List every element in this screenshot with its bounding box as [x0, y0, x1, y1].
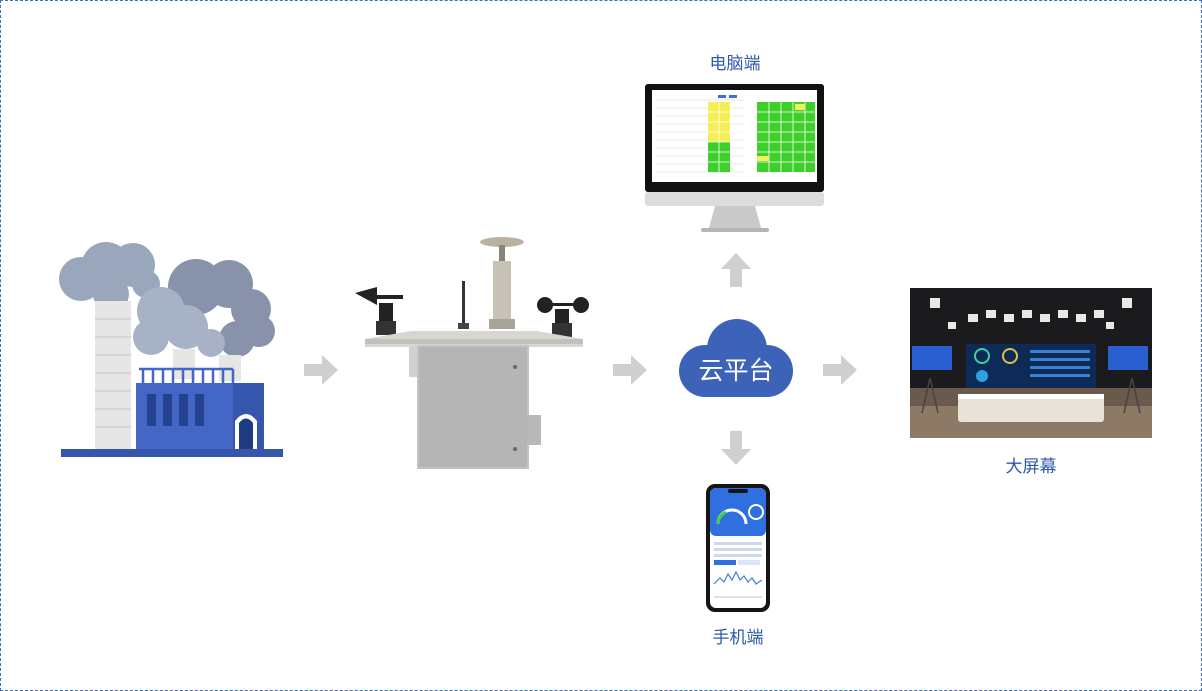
- factory-icon: [51, 239, 289, 461]
- arrow-right-icon: [613, 355, 647, 385]
- cloud-icon: 云平台: [675, 315, 797, 403]
- arrow-right-icon: [823, 355, 857, 385]
- monitoring-station-icon: [349, 235, 599, 471]
- cloud-label: 云平台: [698, 356, 773, 385]
- arrow-up-icon: [721, 253, 751, 287]
- arrow-down-icon: [721, 431, 751, 465]
- arrow-right-icon: [304, 355, 338, 385]
- computer-label: 电脑端: [709, 54, 761, 74]
- phone-icon: [706, 484, 770, 612]
- big-screen-label: 大屏幕: [1005, 457, 1057, 477]
- big-screen-icon: [910, 288, 1152, 438]
- mobile-label: 手机端: [712, 628, 764, 648]
- monitor-icon: [645, 84, 825, 234]
